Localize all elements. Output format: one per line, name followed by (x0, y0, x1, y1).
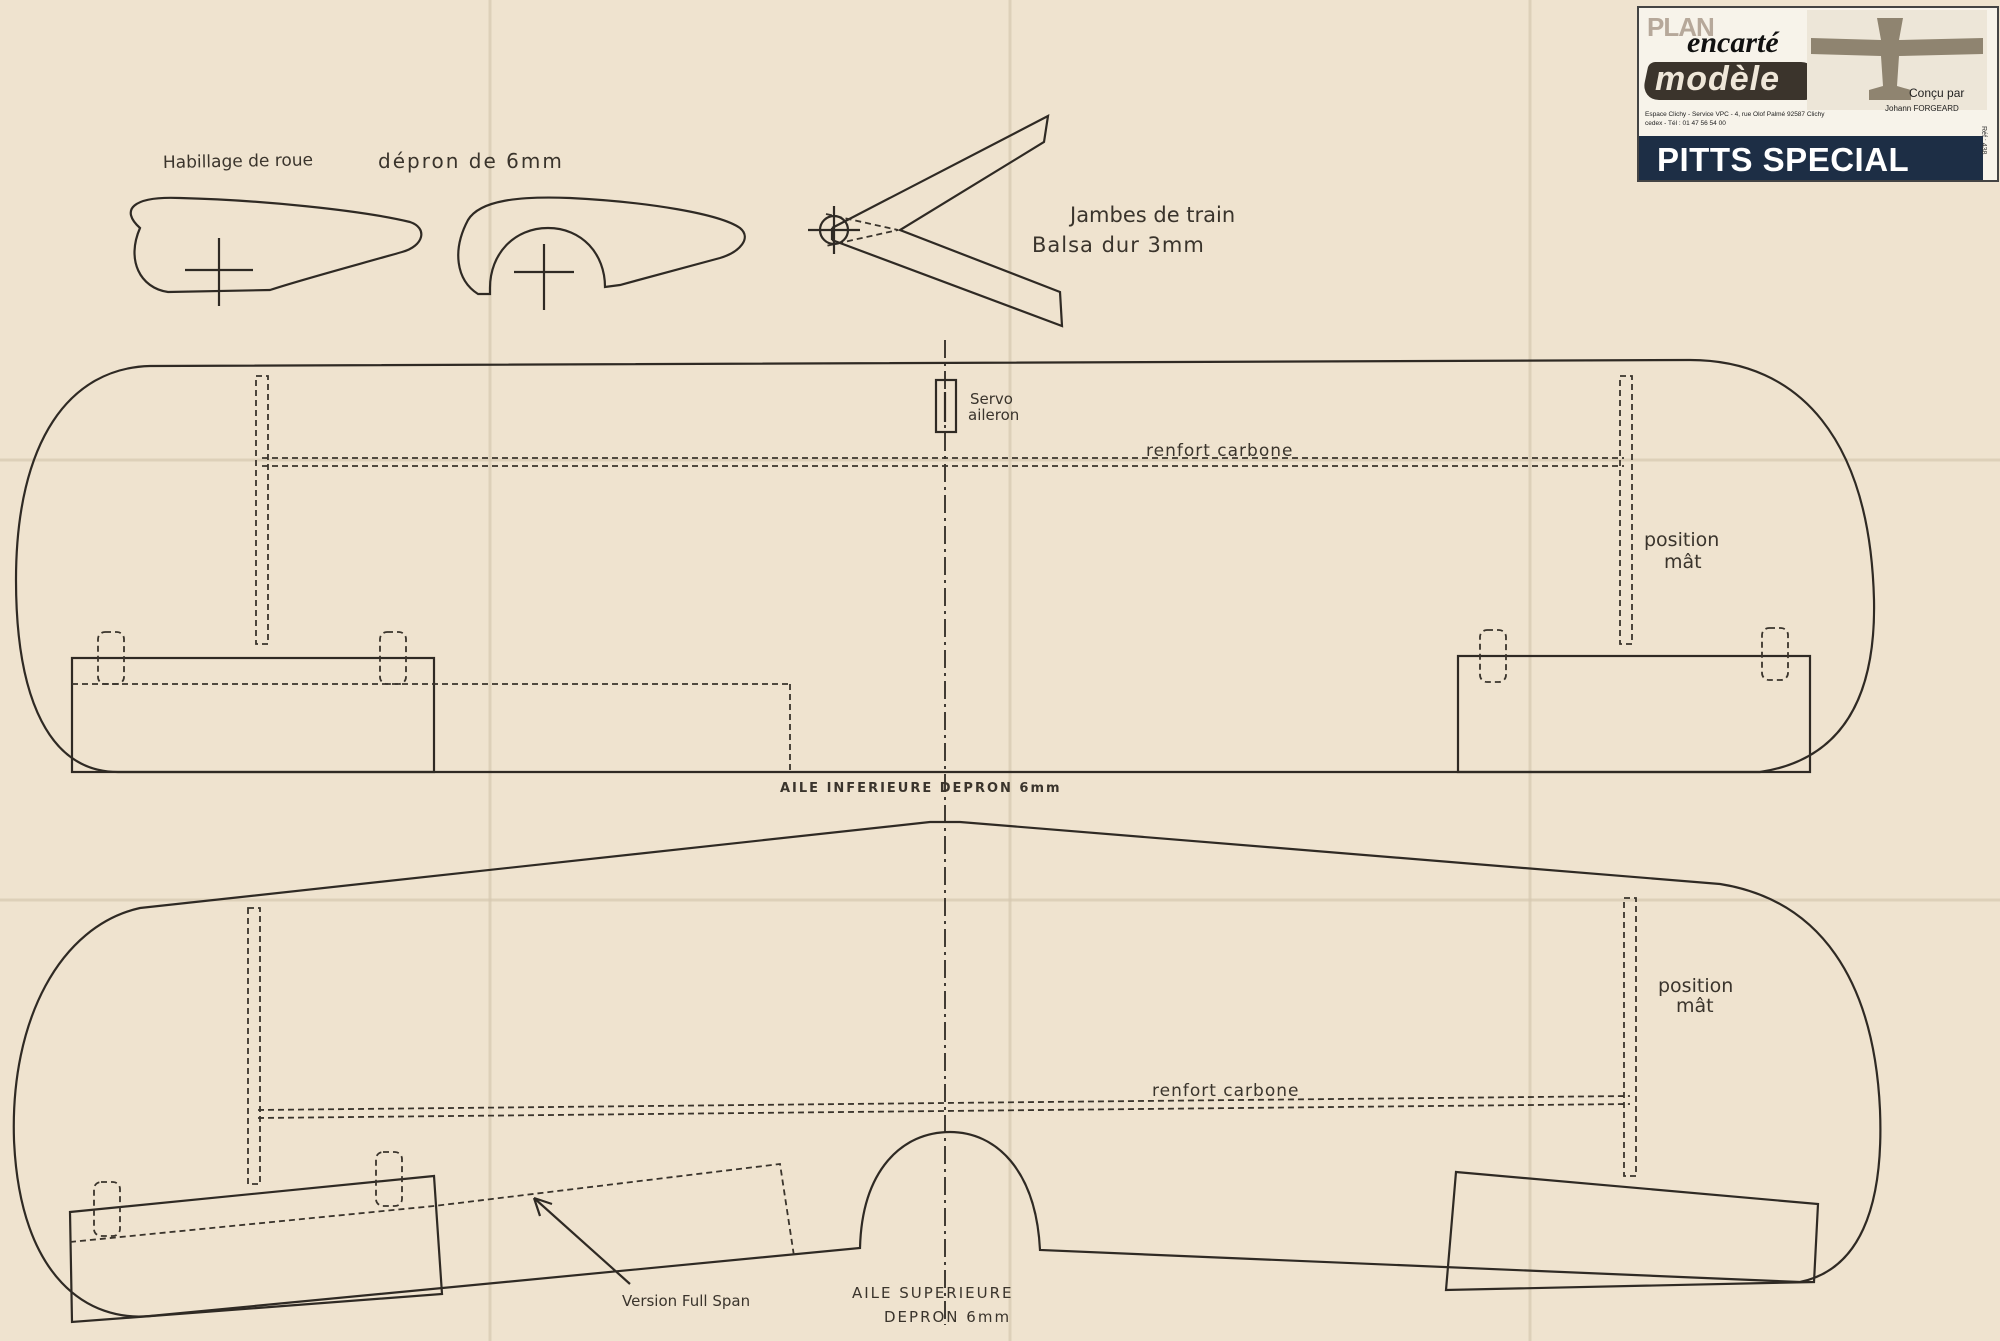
magazine-logo-text: modèle (1655, 60, 1781, 98)
aileron-left (70, 656, 436, 774)
upper-aileron-left (68, 1174, 444, 1324)
wheel-fairing-part-2 (457, 196, 746, 310)
lower-strut-label-line1: position (1644, 529, 1719, 551)
upper-spar-label: renfort carbone (1152, 1081, 1299, 1101)
wheel-fairing-label: Habillage de roue (163, 150, 313, 173)
lower-wing (14, 358, 1876, 774)
plan-reference: Réf : 438 (1980, 126, 1987, 155)
plan-word: PLAN (1647, 12, 1715, 42)
wheel-fairing-part-1 (129, 196, 423, 306)
upper-wing-title-line2: DEPRON 6mm (884, 1308, 1011, 1326)
upper-strut-label-line2: mât (1676, 995, 1714, 1017)
upper-strut-label-line1: position (1658, 975, 1733, 997)
upper-wing-outline (12, 820, 1882, 1318)
upper-wing-title-line1: AILE SUPERIEURE (852, 1284, 1014, 1302)
publisher-address: Espace Clichy - Service VPC - 4, rue Olo… (1645, 111, 1825, 127)
servo-bay (934, 378, 958, 434)
servo-label-line2: aileron (968, 406, 1019, 424)
upper-wing (12, 820, 1882, 1324)
strut-slot-right (1619, 375, 1633, 645)
aileron-right (1456, 654, 1812, 774)
full-span-note: Version Full Span (622, 1292, 750, 1310)
model-title-bar (1639, 136, 1983, 180)
designed-by-label: Conçu par (1909, 86, 1965, 100)
upper-aileron-right (1444, 1170, 1820, 1292)
strut-slot-left (255, 375, 269, 645)
gear-legs-label-line2: Balsa dur 3mm (1032, 233, 1205, 257)
gear-legs-label-line1: Jambes de train (1068, 203, 1235, 227)
lower-spar-label: renfort carbone (1146, 441, 1293, 461)
lower-wing-title: AILE INFERIEURE DEPRON 6mm (780, 781, 1062, 796)
designer-name: Johann FORGEARD (1885, 104, 1959, 113)
depron-thickness-label: dépron de 6mm (378, 149, 564, 173)
plane-silhouette-icon (1807, 10, 1987, 110)
encarte-word: encarté (1687, 26, 1779, 59)
title-block: PLAN encarté modèle Espace Clichy - Serv… (1637, 6, 1999, 182)
upper-strut-slot-left (247, 907, 261, 1185)
upper-strut-slot-right (1623, 897, 1637, 1177)
servo-label-line1: Servo (970, 390, 1013, 408)
landing-gear-legs-part (808, 114, 1064, 328)
lower-strut-label-line2: mât (1664, 551, 1702, 573)
model-title: PITTS SPECIAL (1657, 141, 1910, 178)
